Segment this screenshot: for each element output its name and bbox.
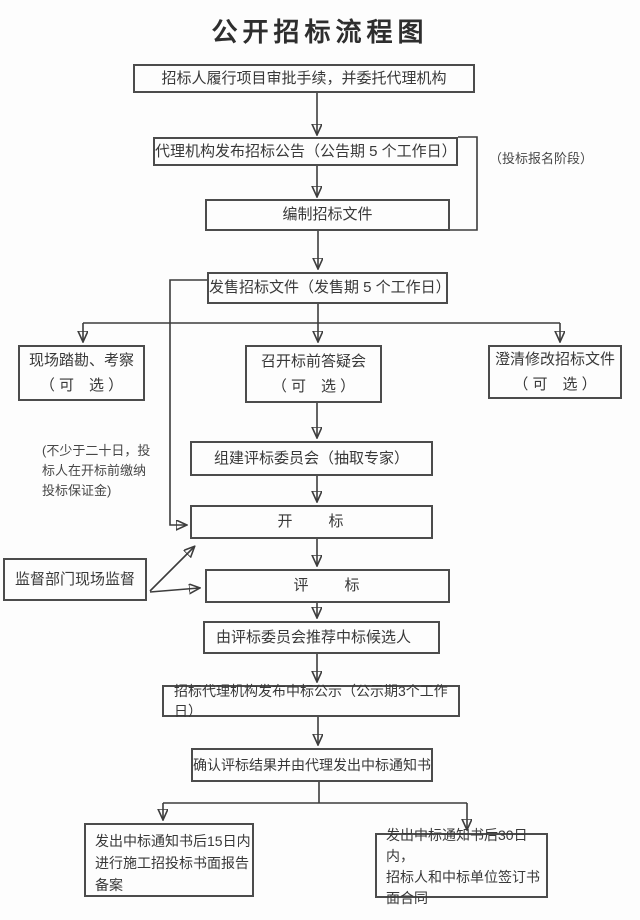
connector-sell-loop-to-opening [169,279,207,525]
node-committee: 组建评标委员会（抽取专家） [190,441,433,476]
node-recommend: 由评标委员会推荐中标候选人 [203,621,440,654]
diagram-title: 公开招标流程图 [211,17,429,47]
node-publicity-label: 招标代理机构发布中标公示（公示期3个工作日） [174,682,448,719]
node-filing-line2: 进行施工招投标书面报告 [95,854,249,871]
annotation-deposit-line2: 标人在开标前缴纳 [42,463,147,478]
annotation-deposit-line3: 投标保证金) [42,483,112,498]
node-bid-opening: 开 标 [190,505,433,539]
node-contract-line2: 招标人和中标单位签订书 [386,869,540,885]
node-filing-line1: 发出中标通知书后15日内 [95,832,251,849]
node-sell-docs: 发售招标文件（发售期 5 个工作日） [207,272,451,304]
node-prepare-docs-label: 编制招标文件 [282,206,373,224]
node-filing: 发出中标通知书后15日内 进行施工招投标书面报告 备案 [84,823,254,897]
node-approval: 招标人履行项目审批手续，并委托代理机构 [133,64,475,93]
node-announcement-label: 代理机构发布招标公告（公告期 5 个工作日） [155,142,457,160]
node-approval-label: 招标人履行项目审批手续，并委托代理机构 [161,69,447,87]
node-bid-evaluation: 评 标 [205,569,450,603]
node-site-visit: 现场踏勘、考察 （ 可 选 ） [18,345,145,401]
node-clarify-docs-line2: （ 可 选 ） [513,376,597,393]
node-recommend-label: 由评标委员会推荐中标候选人 [216,628,412,646]
annotation-deposit-note: (不少于二十日，投 标人在开标前缴纳 投标保证金) [42,441,162,501]
node-pre-bid-meeting-line1: 召开标前答疑会 [260,352,366,370]
annotation-registration-phase: （投标报名阶段） [489,151,594,166]
node-confirm-result: 确认评标结果并由代理发出中标通知书 [191,748,433,782]
node-filing-line3: 备案 [95,876,123,893]
node-supervision-label: 监督部门现场监督 [14,570,135,588]
node-site-visit-line2: （ 可 选 ） [39,377,124,394]
node-clarify-docs-line1: 澄清修改招标文件 [494,350,615,368]
annotation-deposit-line1: (不少于二十日，投 [42,443,151,458]
connector-supervision-to-opening [149,547,194,592]
node-clarify-docs: 澄清修改招标文件 （ 可 选 ） [488,345,622,399]
node-contract: 发出中标通知书后30日内， 招标人和中标单位签订书 面合同 [375,827,548,906]
node-supervision: 监督部门现场监督 [3,558,147,601]
node-pre-bid-meeting: 召开标前答疑会 （ 可 选 ） [245,345,382,403]
node-committee-label: 组建评标委员会（抽取专家） [213,449,409,467]
node-site-visit-line1: 现场踏勘、考察 [28,351,134,369]
connector-split-line [163,782,467,804]
node-sell-docs-label: 发售招标文件（发售期 5 个工作日） [209,279,451,297]
node-bid-opening-label: 开 标 [277,513,346,531]
node-prepare-docs: 编制招标文件 [205,199,450,231]
connector-supervision-to-evaluation [149,588,199,592]
node-pre-bid-meeting-line2: （ 可 选 ） [271,378,356,395]
node-announcement: 代理机构发布招标公告（公告期 5 个工作日） [153,137,458,166]
connector-phase-bracket [450,136,478,231]
node-contract-line1: 发出中标通知书后30日内， [386,827,528,864]
node-contract-line3: 面合同 [386,890,428,906]
node-confirm-result-label: 确认评标结果并由代理发出中标通知书 [193,756,431,773]
node-publicity: 招标代理机构发布中标公示（公示期3个工作日） [162,683,460,719]
node-bid-evaluation-label: 评 标 [293,577,362,595]
